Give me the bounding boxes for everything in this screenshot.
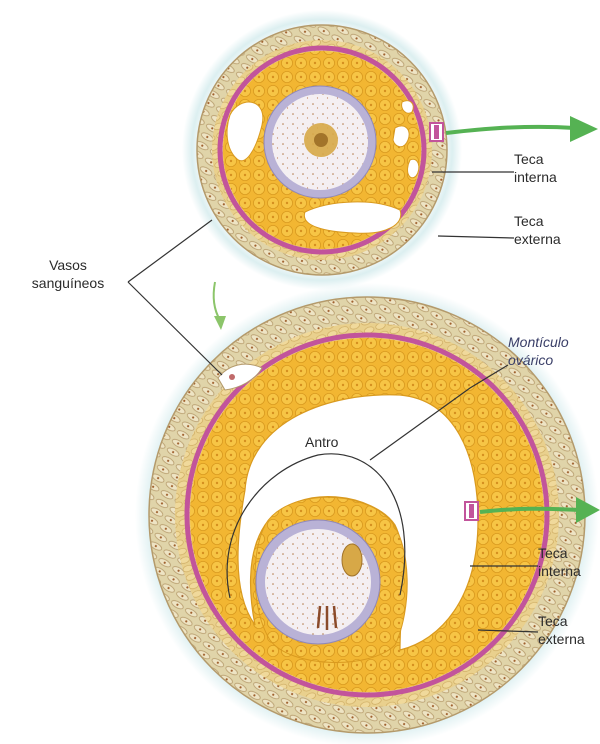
label-line: Teca [538, 612, 585, 630]
label-line: interna [514, 168, 557, 186]
bottom-theca-interna-label: Teca interna [538, 544, 581, 580]
label-line: interna [538, 562, 581, 580]
label-line: externa [514, 230, 561, 248]
label-line: externa [538, 630, 585, 648]
top-antral-space [304, 202, 400, 233]
top-antral-space [408, 159, 419, 178]
antro-label: Antro [305, 433, 338, 451]
flow-arrow-icon [214, 282, 226, 330]
label-line: Teca [514, 150, 557, 168]
green-arrow-icon [446, 116, 598, 142]
label-line: Teca [538, 544, 581, 562]
label-line: Vasos [18, 256, 118, 274]
monticulo-ovarico-label: Montículo ovárico [508, 333, 569, 369]
bottom-theca-externa-label: Teca externa [538, 612, 585, 648]
top-theca-externa-label: Teca externa [514, 212, 561, 248]
top-theca-interna-label: Teca interna [514, 150, 557, 186]
top-oocyte-nucleolus [314, 133, 328, 147]
label-line: Montículo [508, 333, 569, 351]
vasos-sanguineos-label: Vasos sanguíneos [18, 256, 118, 292]
label-line: sanguíneos [18, 274, 118, 292]
top-follicle [182, 10, 462, 290]
bottom-oocyte-nucleus [342, 544, 362, 576]
label-line: ovárico [508, 351, 569, 369]
label-line: Teca [514, 212, 561, 230]
